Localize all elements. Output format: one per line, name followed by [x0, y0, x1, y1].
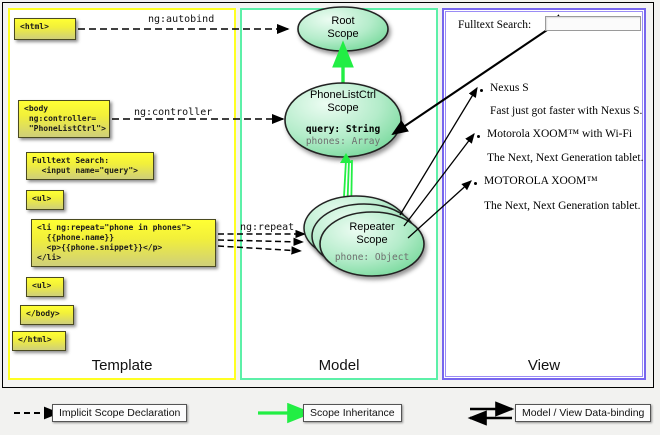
legend-vector-layer: [14, 401, 515, 426]
databinding-arrow-item-2: [403, 132, 475, 227]
scope-phonelistctrl-title: PhoneListCtrl Scope: [283, 89, 403, 115]
scope-root-title: Root Scope: [293, 15, 393, 41]
code-box-ul-close: <ul>: [26, 277, 64, 297]
code-box-body-close: </body>: [20, 305, 74, 325]
view-item-snippet: The Next, Next Generation tablet.: [487, 152, 644, 164]
scope-ellipse-repeater-stack: [303, 195, 425, 277]
view-item-snippet: The Next, Next Generation tablet.: [484, 200, 641, 212]
code-box-li-repeat: <li ng:repeat="phone in phones"> {{phone…: [31, 219, 216, 267]
databinding-arrow-query: [391, 14, 566, 136]
view-item-name: Motorola XOOM™ with Wi-Fi: [487, 128, 633, 140]
legend: Implicit Scope Declaration Scope Inherit…: [0, 392, 660, 435]
scope-root-title-line1: Root: [331, 15, 355, 27]
scope-phonelistctrl-title-line2: Scope: [327, 102, 359, 114]
scope-repeater-title: Repeater Scope: [322, 221, 422, 247]
scope-repeater-prop-phone: phone: Object: [334, 252, 410, 263]
view-search-input[interactable]: [545, 16, 641, 31]
connector-label-autobind: ng:autobind: [148, 14, 215, 25]
connector-repeat: [217, 229, 306, 255]
legend-implicit-scope-label: Implicit Scope Declaration: [52, 404, 188, 422]
connector-label-repeat: ng:repeat: [240, 222, 295, 233]
databinding-arrow-item-3: [407, 180, 472, 239]
scope-repeater-title-line1: Repeater: [349, 221, 395, 233]
code-box-fulltext-search: Fulltext Search: <input name="query">: [26, 152, 154, 180]
scope-repeater-title-line2: Scope: [356, 234, 388, 246]
panel-template-label: Template: [91, 357, 153, 374]
panel-model-label: Model: [318, 357, 360, 374]
view-list-bullet: [477, 135, 480, 138]
panel-view-label: View: [527, 357, 561, 374]
legend-inheritance-label: Scope Inheritance: [303, 404, 402, 422]
view-item-snippet: Fast just got faster with Nexus S.: [490, 105, 643, 117]
legend-double-arrow-icon: [467, 401, 515, 426]
code-box-body-open: <body ng:controller= "PhoneListCtrl">: [18, 100, 110, 138]
scope-phonelistctrl-prop-query: query: String: [305, 124, 381, 135]
legend-databinding-label: Model / View Data-binding: [515, 404, 652, 422]
databinding-arrow-item-1: [399, 86, 478, 216]
scope-phonelistctrl-title-line1: PhoneListCtrl: [309, 89, 377, 101]
view-item-name: Nexus S: [490, 82, 529, 94]
code-box-ul-open: <ul>: [26, 190, 64, 210]
view-search-label: Fulltext Search:: [458, 19, 532, 31]
connector-label-controller: ng:controller: [134, 107, 213, 118]
view-item-name: MOTOROLA XOOM™: [484, 175, 598, 187]
scope-phonelistctrl-prop-phones: phones: Array: [305, 136, 381, 147]
view-list-bullet: [480, 89, 483, 92]
code-box-html-open: <html>: [14, 18, 76, 40]
scope-root-title-line2: Scope: [327, 28, 359, 40]
view-list-bullet: [474, 182, 477, 185]
code-box-html-close: </html>: [12, 331, 66, 351]
